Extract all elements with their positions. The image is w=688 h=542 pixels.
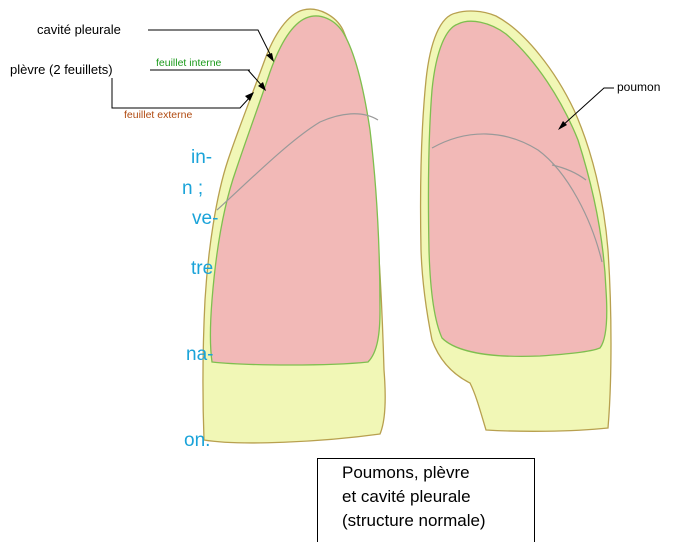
- label-feuillet-interne: feuillet interne: [156, 57, 221, 69]
- side-text-line-2: n ;: [182, 178, 203, 200]
- caption-line-2: et cavité pleurale: [342, 485, 534, 509]
- caption-line-3: (structure normale): [342, 509, 534, 533]
- side-text-line-3: ve-: [192, 208, 218, 230]
- left-lung: [211, 16, 381, 365]
- externe-leader-line: [112, 78, 251, 108]
- label-poumon: poumon: [617, 80, 660, 94]
- label-plevre: plèvre (2 feuillets): [10, 62, 113, 77]
- side-text-line-4: tre: [191, 258, 213, 280]
- label-cavite-pleurale: cavité pleurale: [37, 22, 121, 37]
- side-text-line-6: on.: [184, 430, 210, 452]
- caption-box: Poumons, plèvre et cavité pleurale (stru…: [317, 458, 535, 542]
- right-lung: [428, 21, 606, 356]
- cavite-leader-line: [148, 30, 272, 58]
- label-feuillet-externe: feuillet externe: [124, 109, 192, 121]
- caption-line-1: Poumons, plèvre: [342, 461, 534, 485]
- side-text-line-5: na-: [186, 344, 213, 366]
- side-text-line-1: in-: [191, 147, 212, 169]
